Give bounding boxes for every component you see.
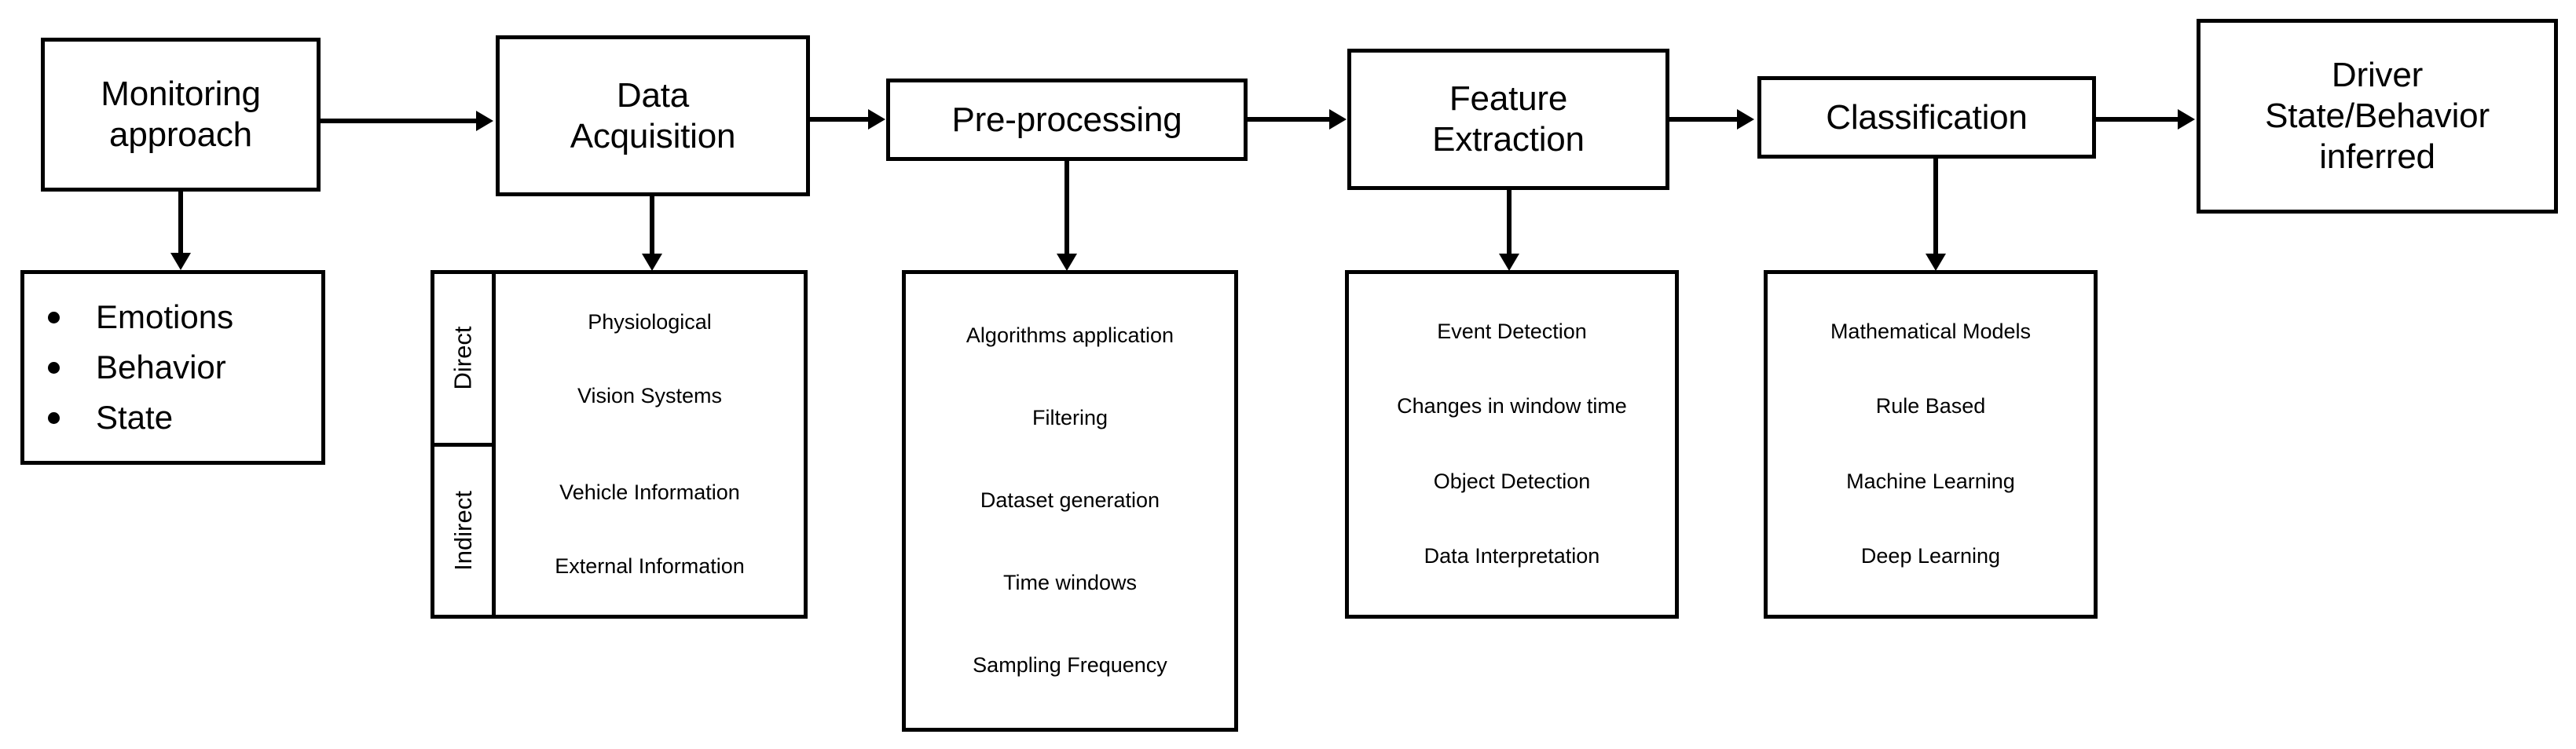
list-item: Rule Based	[1875, 394, 1986, 418]
stage-box-pre-processing[interactable]: Pre-processing	[886, 79, 1248, 161]
stage-label-line: Pre-processing	[951, 100, 1182, 139]
list-item: Changes in window time	[1397, 394, 1627, 418]
stage-label-line: approach	[109, 115, 252, 154]
acquisition-category-column: Direct Indirect	[434, 274, 496, 615]
list-item: Filtering	[1031, 405, 1108, 429]
connector-feature-to-classification	[1669, 117, 1739, 122]
stage-label-line: Feature	[1449, 79, 1568, 119]
preprocessing-detail-box[interactable]: Algorithms application Filtering Dataset…	[902, 270, 1238, 732]
arrowhead-right	[1329, 109, 1347, 130]
category-cell-direct: Direct	[434, 274, 492, 447]
arrowhead-right	[868, 109, 885, 130]
arrowhead-down	[1499, 254, 1519, 271]
arrowhead-down	[170, 253, 191, 270]
arrowhead-right	[476, 111, 493, 131]
stage-label-line: Driver	[2331, 56, 2424, 95]
stage-box-classification[interactable]: Classification	[1757, 76, 2096, 159]
stage-box-driver-state-behavior-inferred[interactable]: Driver State/Behavior inferred	[2197, 19, 2558, 214]
list-item: State	[48, 401, 173, 434]
feature-extraction-detail-box[interactable]: Event Detection Changes in window time O…	[1345, 270, 1679, 619]
bullet-dot-icon	[48, 411, 60, 424]
stage-label-line: inferred	[2319, 137, 2435, 176]
list-item: Event Detection	[1437, 319, 1587, 343]
connector-acquisition-to-detail	[650, 196, 654, 255]
list-item: Physiological	[588, 309, 712, 334]
stage-label-line: Classification	[1826, 97, 2028, 137]
list-item: Object Detection	[1433, 469, 1591, 493]
arrowhead-down	[1057, 254, 1077, 271]
bullet-dot-icon	[48, 311, 60, 323]
list-item: Mathematical Models	[1830, 319, 2032, 343]
monitoring-outputs-box[interactable]: Emotions Behavior State	[20, 270, 325, 465]
list-item: Deep Learning	[1860, 544, 2001, 568]
list-item: Time windows	[1002, 571, 1138, 595]
connector-classification-to-detail	[1933, 159, 1938, 255]
arrowhead-down	[642, 254, 662, 271]
list-item: Sampling Frequency	[973, 653, 1167, 678]
connector-monitoring-to-acquisition	[321, 119, 478, 123]
list-item: Vision Systems	[577, 384, 723, 408]
stage-label-line: Data	[616, 75, 690, 115]
category-label: Indirect	[449, 490, 477, 571]
connector-acquisition-to-preprocessing	[810, 117, 870, 122]
arrowhead-right	[2178, 109, 2195, 130]
acquisition-group-direct: Physiological Vision Systems	[496, 274, 804, 444]
acquisition-items-column: Physiological Vision Systems Vehicle Inf…	[496, 274, 804, 615]
acquisition-detail-table[interactable]: Direct Indirect Physiological Vision Sys…	[431, 270, 808, 619]
stage-box-monitoring-approach[interactable]: Monitoring approach	[41, 38, 321, 192]
list-item: Data Interpretation	[1424, 544, 1600, 568]
arrowhead-down	[1926, 254, 1946, 271]
stage-label-line: Monitoring	[101, 75, 261, 114]
stage-label-line: Acquisition	[570, 116, 736, 155]
list-item: External Information	[555, 554, 745, 579]
stage-label-line: Extraction	[1432, 120, 1585, 159]
stage-box-data-acquisition[interactable]: Data Acquisition	[496, 35, 810, 196]
connector-classification-to-output	[2096, 117, 2179, 122]
list-item: Vehicle Information	[559, 480, 740, 504]
stage-box-feature-extraction[interactable]: Feature Extraction	[1347, 49, 1669, 190]
connector-feature-to-detail	[1507, 190, 1512, 255]
category-cell-indirect: Indirect	[434, 447, 492, 616]
connector-preprocessing-to-detail	[1064, 161, 1069, 255]
list-item: Machine Learning	[1846, 469, 2015, 493]
list-item: Emotions	[48, 301, 233, 334]
arrowhead-right	[1737, 109, 1754, 130]
connector-preprocessing-to-feature	[1248, 117, 1331, 122]
list-item: Dataset generation	[980, 488, 1160, 513]
bullet-label: State	[96, 399, 174, 436]
bullet-label: Emotions	[96, 298, 234, 335]
stage-label-line: State/Behavior	[2265, 97, 2490, 136]
classification-detail-box[interactable]: Mathematical Models Rule Based Machine L…	[1764, 270, 2098, 619]
list-item: Behavior	[48, 351, 226, 384]
bullet-dot-icon	[48, 361, 60, 374]
category-label: Direct	[449, 326, 477, 390]
acquisition-group-indirect: Vehicle Information External Information	[496, 444, 804, 615]
bullet-label: Behavior	[96, 349, 226, 385]
list-item: Algorithms application	[966, 323, 1174, 347]
connector-monitoring-to-bullets	[178, 192, 183, 254]
